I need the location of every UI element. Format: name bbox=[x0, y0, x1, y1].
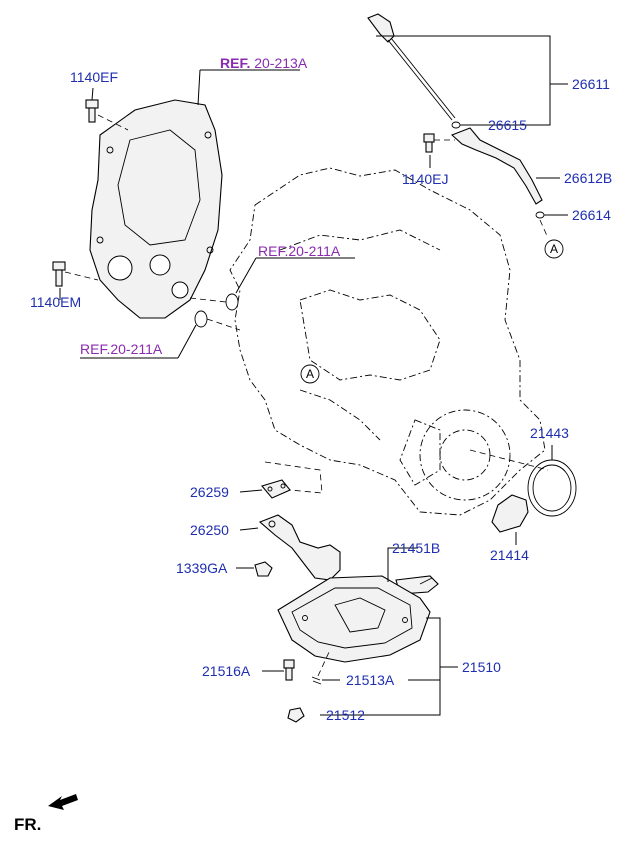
front-direction-indicator: FR. bbox=[14, 794, 78, 834]
label-26615[interactable]: 26615 bbox=[488, 117, 527, 133]
oil-seal-21443 bbox=[527, 459, 577, 517]
oil-pan-21510 bbox=[277, 575, 431, 663]
label-21516a[interactable]: 21516A bbox=[202, 663, 251, 679]
o-ring-lower bbox=[194, 310, 241, 331]
label-26611[interactable]: 26611 bbox=[572, 76, 610, 92]
label-21513a[interactable]: 21513A bbox=[346, 672, 395, 688]
ref-20-211a-upper[interactable]: REF.20-211A bbox=[258, 243, 341, 259]
front-label: FR. bbox=[14, 815, 41, 834]
label-1339ga[interactable]: 1339GA bbox=[176, 560, 228, 576]
label-1140ef[interactable]: 1140EF bbox=[70, 69, 118, 85]
oil-screen-26250 bbox=[258, 514, 341, 581]
ref-20-211a-lower[interactable]: REF.20-211A bbox=[80, 341, 163, 357]
cover-21414 bbox=[469, 449, 549, 533]
label-21451b[interactable]: 21451B bbox=[392, 540, 440, 556]
bolt-1140em bbox=[52, 261, 99, 287]
marker-a-upper-text: A bbox=[550, 242, 558, 256]
label-1140ej[interactable]: 1140EJ bbox=[402, 171, 448, 187]
ref-20-213a-code: 20-213A bbox=[250, 55, 307, 71]
nut-1339ga bbox=[254, 561, 273, 577]
label-21443[interactable]: 21443 bbox=[530, 425, 569, 441]
front-arrow-icon bbox=[48, 794, 78, 810]
label-26259[interactable]: 26259 bbox=[190, 484, 229, 500]
label-26612b[interactable]: 26612B bbox=[564, 170, 612, 186]
bolt-21516a bbox=[283, 659, 295, 681]
ref-20-213a[interactable]: REF. 20-213A bbox=[220, 55, 308, 71]
label-21510[interactable]: 21510 bbox=[462, 659, 501, 675]
o-ring-26614 bbox=[535, 211, 549, 239]
label-1140em[interactable]: 1140EM bbox=[30, 294, 81, 310]
marker-a-upper: A bbox=[544, 239, 564, 259]
drain-plug-21512 bbox=[287, 707, 305, 723]
marker-a-engine-text: A bbox=[306, 367, 314, 381]
engine-block-outline bbox=[229, 167, 546, 516]
o-ring-26615 bbox=[451, 121, 461, 129]
gasket-21513a bbox=[311, 649, 331, 685]
ref-20-213a-prefix: REF. bbox=[220, 55, 250, 71]
label-26250[interactable]: 26250 bbox=[190, 522, 229, 538]
label-21414[interactable]: 21414 bbox=[490, 547, 529, 563]
marker-a-engine: A bbox=[300, 364, 320, 384]
leader-lines bbox=[59, 35, 568, 716]
oil-level-gauge-26611 bbox=[367, 13, 456, 121]
o-ring-upper bbox=[189, 293, 239, 311]
gauge-guide-26612b bbox=[450, 127, 543, 205]
bolt-1140ej bbox=[423, 133, 455, 153]
label-26614[interactable]: 26614 bbox=[572, 207, 611, 223]
timing-chain-cover bbox=[89, 99, 223, 319]
label-21512[interactable]: 21512 bbox=[326, 707, 365, 723]
gasket-26259 bbox=[261, 461, 323, 499]
